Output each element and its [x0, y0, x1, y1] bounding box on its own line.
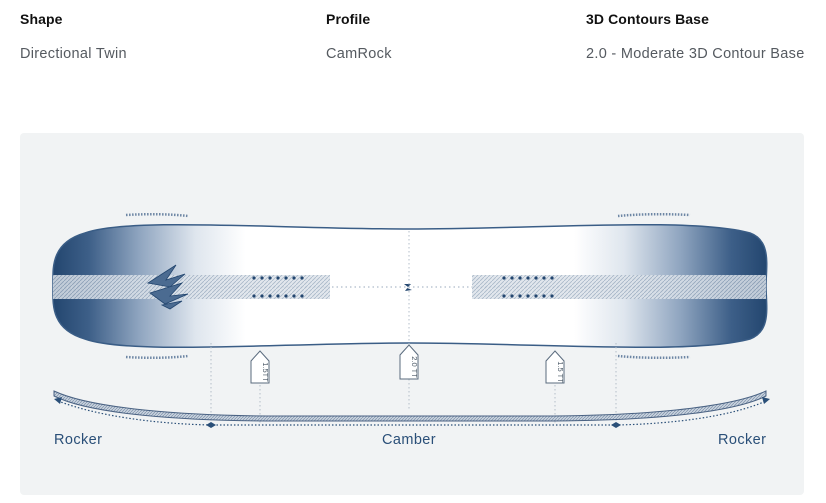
contour-marker-right: 1.5 TT	[545, 350, 565, 384]
guide-lines	[210, 231, 617, 423]
specs-row: Shape Directional Twin Profile CamRock 3…	[0, 0, 826, 100]
contour-marker-left: 1.5TT	[250, 350, 270, 384]
camber-label: Camber	[382, 432, 436, 448]
contour-marker-right-label: 1.5 TT	[556, 361, 565, 383]
board-profile	[53, 390, 767, 422]
contact-point-left	[206, 422, 216, 428]
contact-point-right	[611, 422, 621, 428]
board-diagram-panel: 1.5TT 2.0 TT 1.5 TT Rocker Camber Rocker	[20, 133, 804, 495]
rocker-left-label: Rocker	[54, 432, 103, 448]
spec-value: CamRock	[326, 46, 392, 62]
profile-curve-line	[57, 400, 767, 426]
spec-3d-contours-base: 3D Contours Base 2.0 - Moderate 3D Conto…	[586, 11, 805, 62]
inserts-left	[252, 276, 304, 298]
tail-accent-top	[617, 212, 691, 218]
binding-zone-right	[472, 275, 766, 299]
brand-logo-icon	[146, 264, 189, 310]
nose-accent-bottom	[125, 354, 189, 360]
inserts-right	[502, 276, 554, 298]
spec-shape: Shape Directional Twin	[20, 11, 127, 62]
spec-value: 2.0 - Moderate 3D Contour Base	[586, 46, 805, 62]
spec-title: 3D Contours Base	[586, 11, 709, 27]
contour-marker-center: 2.0 TT	[399, 344, 419, 380]
snowboard-diagram: 1.5TT 2.0 TT 1.5 TT	[52, 212, 770, 428]
contour-marker-center-label: 2.0 TT	[410, 356, 419, 378]
spec-title: Profile	[326, 11, 371, 27]
tail-accent-bottom	[617, 354, 691, 360]
nose-accent-top	[125, 212, 189, 218]
arrow-right-end	[762, 397, 770, 404]
binding-zone-left	[53, 275, 330, 299]
spec-value: Directional Twin	[20, 46, 127, 62]
board-topsheet	[52, 223, 768, 349]
contour-marker-left-label: 1.5TT	[261, 362, 270, 382]
center-logo-icon	[404, 284, 412, 291]
spec-title: Shape	[20, 11, 63, 27]
spec-profile: Profile CamRock	[326, 11, 392, 62]
rocker-right-label: Rocker	[718, 432, 767, 448]
arrow-left-end	[54, 397, 62, 404]
